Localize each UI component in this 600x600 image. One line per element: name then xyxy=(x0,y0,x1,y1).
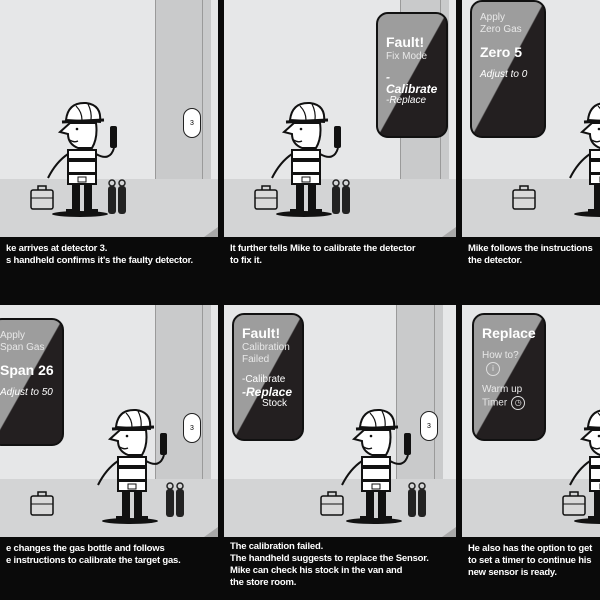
span-reading: Span 26 xyxy=(0,362,54,378)
gas-detector: 3 xyxy=(183,413,201,443)
screen-line: Span Gas xyxy=(0,342,45,353)
panel-2-scene: Fault! Fix Mode -Calibrate -Replace xyxy=(224,0,456,237)
mike-character xyxy=(552,405,600,525)
wall-pillar xyxy=(396,305,443,480)
option-calibrate[interactable]: -Calibrate xyxy=(242,374,286,385)
screen-instruction: Adjust to 0 xyxy=(480,69,528,80)
panel-1-caption: ke arrives at detector 3. s handheld con… xyxy=(0,237,218,297)
how-to-item[interactable]: How to?i xyxy=(482,350,536,376)
handheld-screen: Apply Zero Gas Zero 5 Adjust to 0 xyxy=(470,0,546,138)
screen-line: Failed xyxy=(242,354,270,365)
screen-line: Apply xyxy=(0,330,26,341)
screen-title: Fault! xyxy=(386,34,425,50)
panel-3-caption: Mike follows the instructions the detect… xyxy=(462,237,600,297)
caption-line: to set a timer to continue his xyxy=(468,555,592,566)
timer-label: Warm up xyxy=(482,384,523,395)
caption-line: The handheld suggests to replace the Sen… xyxy=(230,553,429,564)
caption-line: The calibration failed. xyxy=(230,541,324,552)
panel-5-scene: 3 Fault! Calibration Failed -Calibrate -… xyxy=(224,305,456,537)
handheld-screen: Fault! Fix Mode -Calibrate -Replace xyxy=(376,12,448,138)
panel-6-caption: He also has the option to get to set a t… xyxy=(462,537,600,600)
caption-line: the store room. xyxy=(230,577,297,588)
gas-bottles xyxy=(330,178,352,214)
panel-6-scene: Replace How to?i Warm up Timer◷ xyxy=(462,305,600,537)
tool-bag xyxy=(30,184,54,210)
info-icon[interactable]: i xyxy=(486,362,500,376)
panel-3-scene: Apply Zero Gas Zero 5 Adjust to 0 xyxy=(462,0,600,237)
option-calibrate[interactable]: -Calibrate xyxy=(386,70,438,96)
option-replace[interactable]: -Replace xyxy=(386,95,427,106)
wall-pillar xyxy=(155,0,211,180)
option-replace[interactable]: -Replace xyxy=(242,385,293,399)
caption-line: to fix it. xyxy=(230,255,262,266)
screen-line: Zero Gas xyxy=(480,24,522,35)
panel-4-scene: 3 Apply Span Gas Span 26 Adjust to 50 xyxy=(0,305,218,537)
timer-icon[interactable]: ◷ xyxy=(511,396,526,410)
handheld-screen: Apply Span Gas Span 26 Adjust to 50 xyxy=(0,318,64,446)
panel-5-caption: The calibration failed. The handheld sug… xyxy=(224,537,456,600)
gas-detector: 3 xyxy=(420,411,438,441)
caption-line: new sensor is ready. xyxy=(468,567,557,578)
gas-bottles xyxy=(406,481,428,517)
caption-line: He also has the option to get xyxy=(468,543,593,554)
gas-bottle xyxy=(512,184,536,210)
panel-4-caption: e changes the gas bottle and follows e i… xyxy=(0,537,218,600)
panel-1-scene: 3 xyxy=(0,0,218,237)
caption-line: e instructions to calibrate the target g… xyxy=(6,555,181,566)
screen-line: Apply xyxy=(480,12,506,23)
warm-up-timer-item[interactable]: Warm up Timer◷ xyxy=(482,384,536,410)
tool-bag xyxy=(30,490,54,516)
caption-line: Mike can check his stock in the van and xyxy=(230,565,403,576)
screen-line: Calibration xyxy=(242,342,290,353)
timer-label: Timer xyxy=(482,397,508,409)
gas-bottles xyxy=(106,178,128,214)
handheld-screen: Fault! Calibration Failed -Calibrate -Re… xyxy=(232,313,304,441)
caption-line: the detector. xyxy=(468,255,522,266)
caption-line: It further tells Mike to calibrate the d… xyxy=(230,243,416,254)
caption-line: s handheld confirms it's the faulty dete… xyxy=(6,255,193,266)
how-to-label: How to? xyxy=(482,350,519,361)
gas-detector: 3 xyxy=(183,108,201,138)
panel-2-caption: It further tells Mike to calibrate the d… xyxy=(224,237,456,297)
caption-line: Mike follows the instructions xyxy=(468,243,593,254)
tool-bag xyxy=(320,490,344,516)
handheld-screen: Replace How to?i Warm up Timer◷ xyxy=(472,313,546,441)
screen-title: Replace xyxy=(482,325,536,341)
caption-line: ke arrives at detector 3. xyxy=(6,243,108,254)
tool-bag xyxy=(254,184,278,210)
screen-subtitle: Fix Mode xyxy=(386,51,428,62)
zero-reading: Zero 5 xyxy=(480,44,523,60)
screen-instruction: Adjust to 50 xyxy=(0,387,53,398)
gas-bottles xyxy=(164,481,186,517)
mike-character xyxy=(552,98,600,218)
caption-line: e changes the gas bottle and follows xyxy=(6,543,165,554)
screen-title: Fault! xyxy=(242,325,281,341)
option-stock[interactable]: Stock xyxy=(262,398,288,409)
